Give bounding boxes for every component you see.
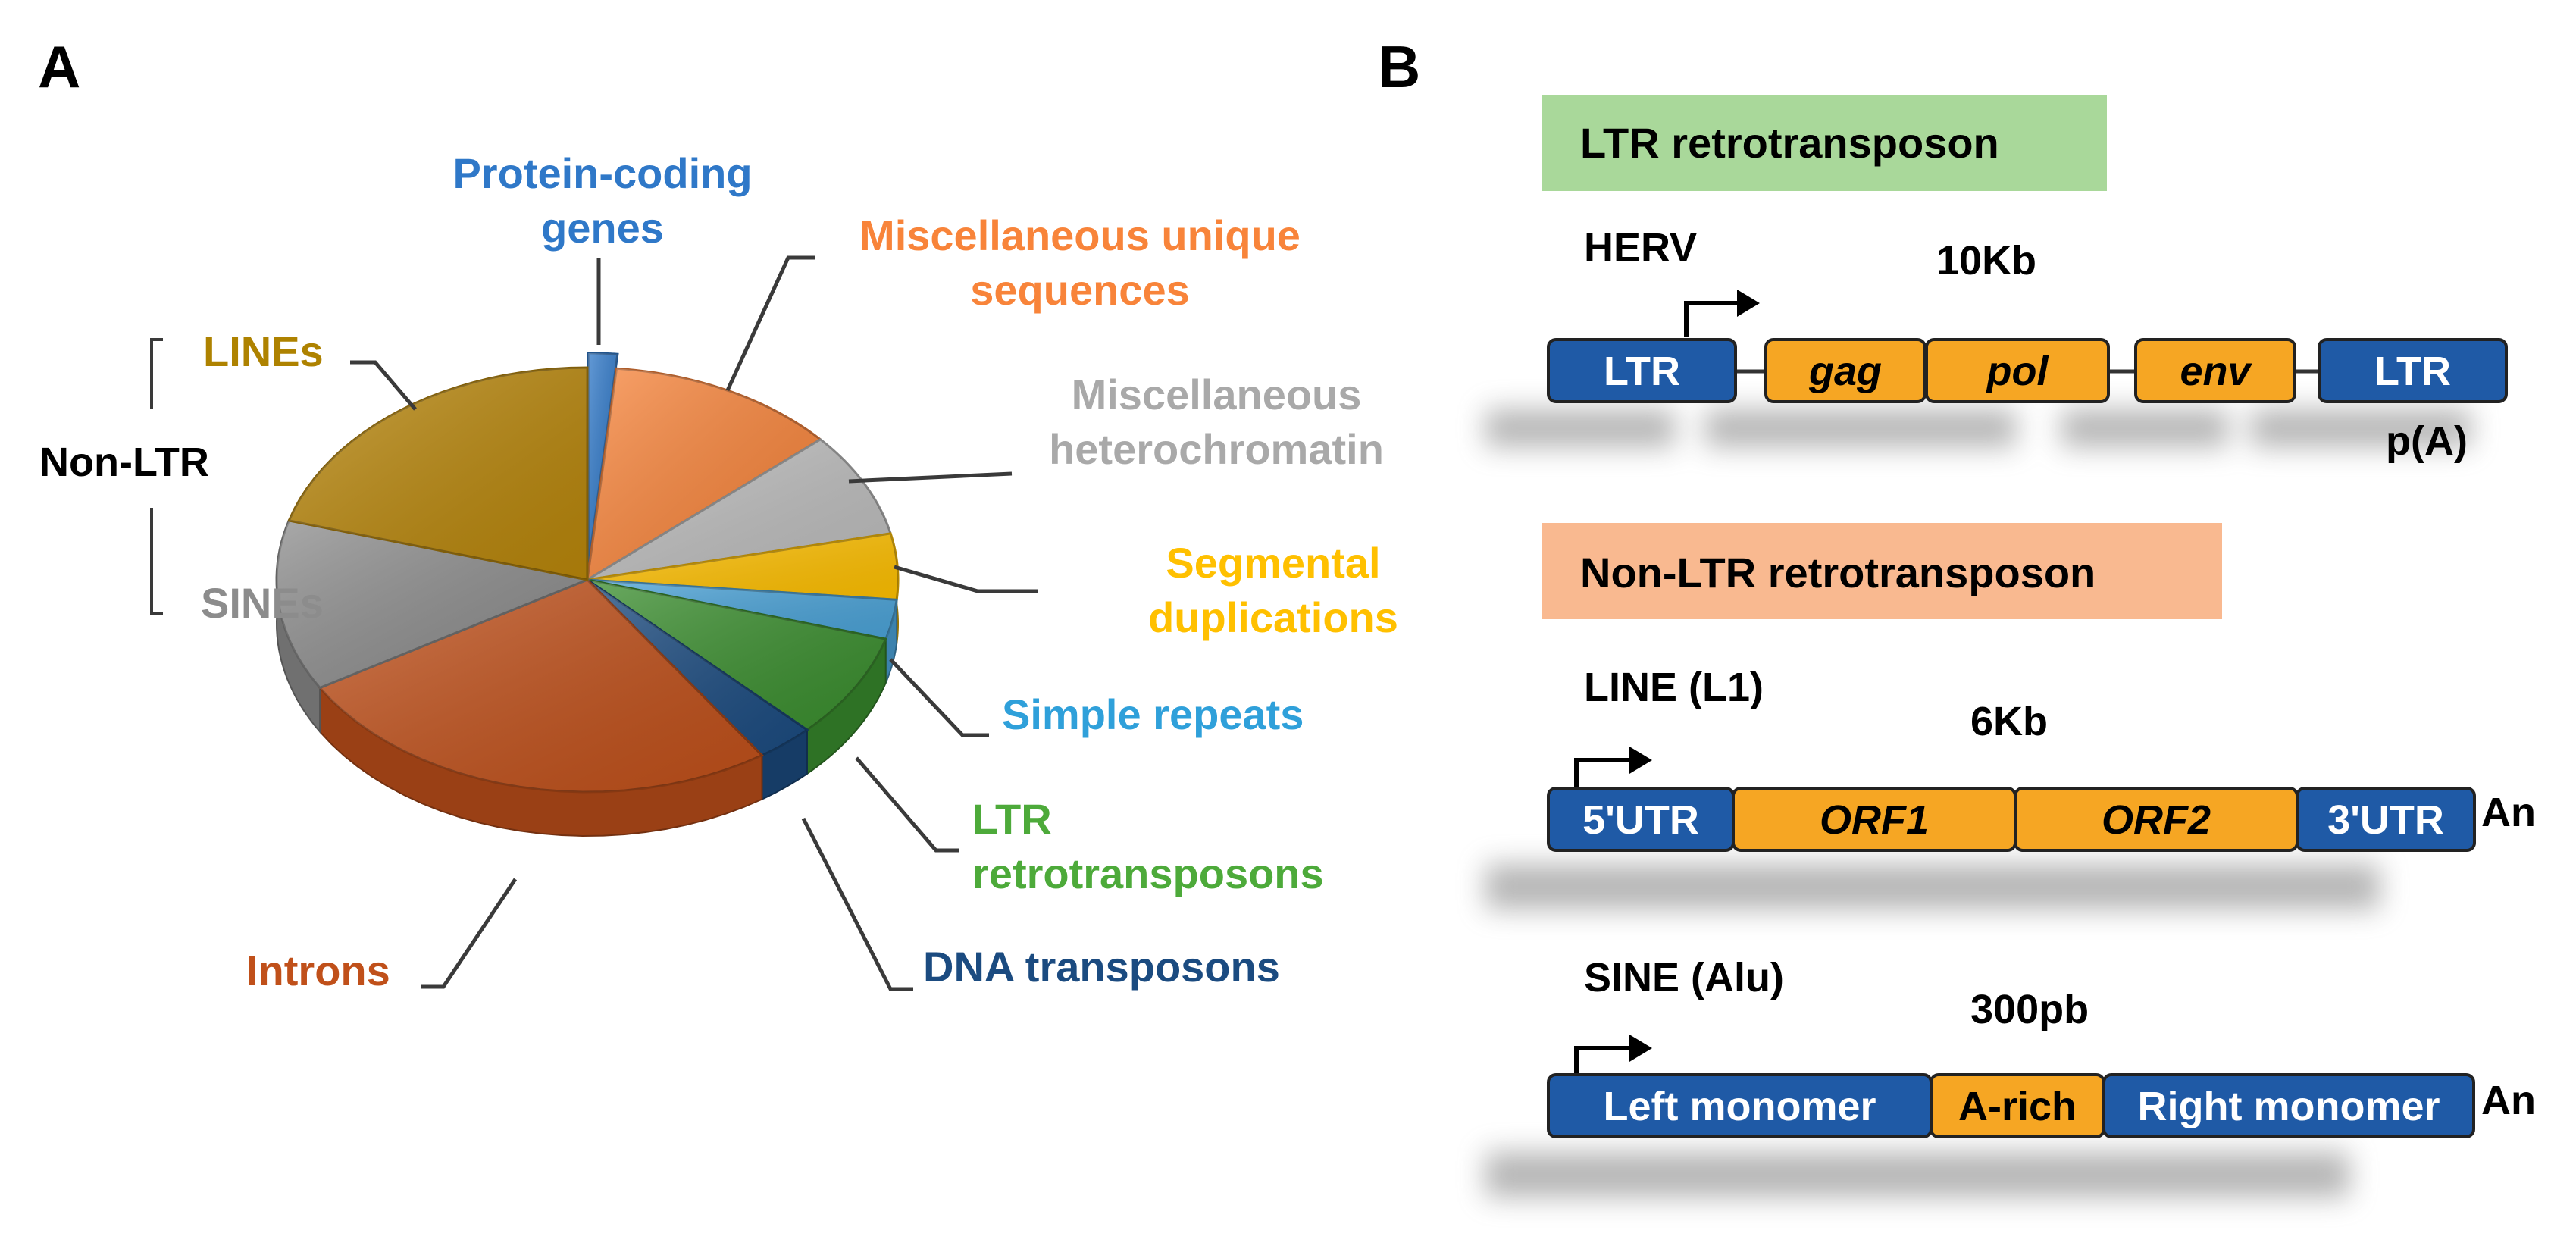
line-promoter-arrow <box>1574 758 1635 788</box>
sine-shadow <box>1485 1152 2349 1197</box>
line-track-segment-label-1: ORF1 <box>1820 797 1929 843</box>
leader-misc-unique <box>725 255 815 392</box>
line-track-segment-3 <box>2296 787 2476 852</box>
herv-shadows <box>1485 409 2471 447</box>
pie-slice-shine-misc-unique <box>587 368 821 580</box>
leader-introns <box>421 878 518 989</box>
panel-a-letter: A <box>38 33 80 100</box>
pie-slice-shine-segmental <box>587 533 898 600</box>
ltr-header-box <box>1542 95 2107 191</box>
herv-track-segment-2 <box>1925 338 2110 403</box>
leader-dna-transposons <box>801 817 913 991</box>
herv-size: 10Kb <box>1936 238 2036 283</box>
label-lines: LINEs <box>203 327 324 375</box>
sine-name: SINE (Alu) <box>1584 955 1784 1000</box>
label-introns: Introns <box>246 947 390 994</box>
sine-promoter-arrow <box>1574 1046 1635 1075</box>
nonltr-header-box <box>1542 523 2222 619</box>
sine-size: 300pb <box>1970 987 2089 1032</box>
line-track-segment-label-3: 3'UTR <box>2327 797 2444 843</box>
line-arrow-head <box>1629 747 1652 774</box>
nonltr-header-label: Non-LTR retrotransposon <box>1580 549 2096 596</box>
sine-track-segment-label-2: Right monomer <box>2138 1084 2440 1129</box>
herv-promoter-arrow <box>1684 301 1743 337</box>
line-track: 5'UTR ORF1 ORF2 3'UTR <box>1547 787 2476 852</box>
leader-lines <box>350 360 417 411</box>
label-dna-transposons: DNA transposons <box>923 943 1280 991</box>
leader-misc-hetero <box>848 471 1013 484</box>
panel-b-letter: B <box>1378 33 1420 100</box>
sine-track: Left monomer A-rich Right monomer <box>1547 1073 2475 1138</box>
sine-arrow-head <box>1629 1035 1652 1062</box>
pie-chart <box>275 352 900 794</box>
sine-track-segment-label-0: Left monomer <box>1603 1084 1876 1129</box>
herv-track: LTR gag pol env LTR <box>1547 338 2508 403</box>
label-sines: SINEs <box>201 579 324 627</box>
line-track-segment-label-2: ORF2 <box>2102 797 2211 843</box>
leader-ltr-retro <box>855 756 959 853</box>
pie-slice-shine-sines <box>277 520 587 688</box>
herv-track-segment-label-4: LTR <box>2374 349 2451 394</box>
herv-track-segment-label-3: env <box>2180 349 2252 394</box>
line-size: 6Kb <box>1970 699 2048 744</box>
ltr-header-label: LTR retrotransposon <box>1580 119 1999 167</box>
leader-segmental <box>894 565 1038 593</box>
herv-arrow-head <box>1737 290 1760 317</box>
non-ltr-label: Non-LTR <box>39 440 209 485</box>
herv-name: HERV <box>1584 225 1697 271</box>
herv-track-segment-0 <box>1547 338 1737 403</box>
herv-track-segment-4 <box>2318 338 2508 403</box>
sine-tail: An <box>2481 1078 2536 1123</box>
pie-slice-shine-lines <box>289 368 587 580</box>
line-name: LINE (L1) <box>1584 665 1764 710</box>
label-simple-repeats: Simple repeats <box>1002 690 1304 738</box>
sine-track-segment-2 <box>2102 1073 2475 1138</box>
herv-track-segment-3 <box>2134 338 2296 403</box>
line-shadow <box>1485 864 2380 909</box>
herv-track-segment-label-1: gag <box>1808 349 1882 394</box>
pie-slice-shine-dna-transposons <box>587 580 807 756</box>
leader-simple-repeats <box>889 658 989 737</box>
line-tail: An <box>2481 790 2536 835</box>
line-track-segment-label-0: 5'UTR <box>1582 797 1699 843</box>
herv-track-segment-label-2: pol <box>1986 349 2049 394</box>
pie-slice-shine-ltr-retro <box>587 580 886 730</box>
leader-lines <box>350 255 1038 991</box>
non-ltr-bracket <box>150 338 163 615</box>
herv-track-segment-label-0: LTR <box>1604 349 1680 394</box>
herv-tail: p(A) <box>2386 418 2468 464</box>
sine-track-segment-label-1: A-rich <box>1958 1084 2077 1129</box>
pie-slice-shine-introns <box>320 580 762 792</box>
